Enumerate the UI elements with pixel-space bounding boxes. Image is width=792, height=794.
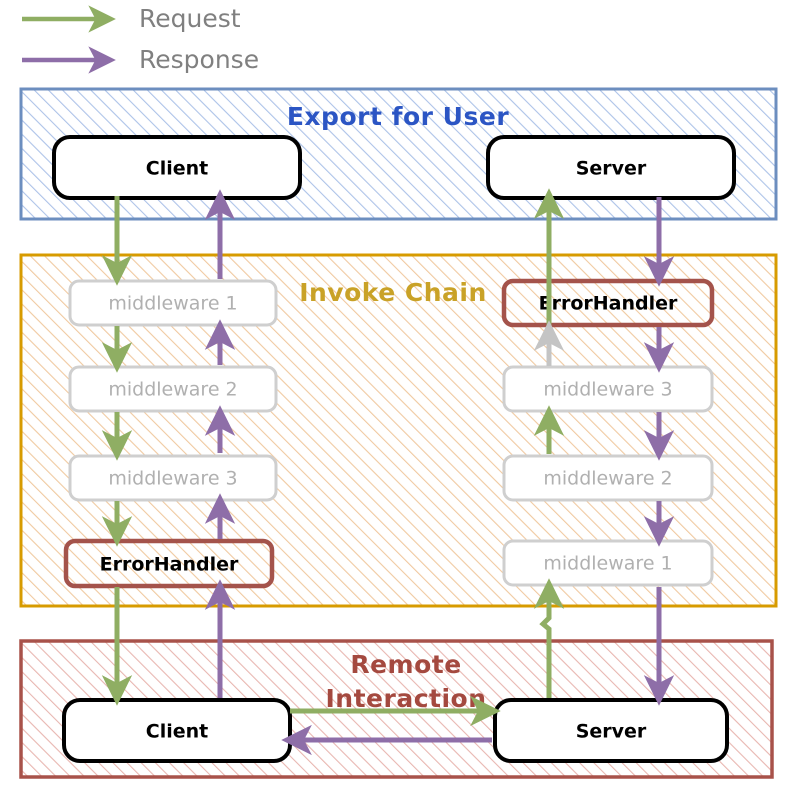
legend-label-request: Request	[139, 4, 241, 33]
panel-export-for-user: Export for User Client Server	[19, 87, 778, 221]
node-box	[68, 365, 278, 413]
legend-item-request: Request	[22, 4, 241, 33]
node-box	[501, 278, 715, 328]
node-label-client: Client	[146, 721, 208, 743]
node-box	[63, 538, 275, 589]
node-label: middleware 3	[543, 379, 672, 401]
node-label-errorhandler: ErrorHandler	[100, 554, 239, 576]
node-label-server: Server	[576, 158, 647, 180]
node-chain-left-middleware-1[interactable]: middleware 1	[68, 279, 278, 327]
response-edges	[204, 189, 675, 756]
node-label: middleware 1	[108, 293, 237, 315]
node-chain-right-middleware-2[interactable]: middleware 2	[502, 454, 714, 502]
node-box	[68, 279, 278, 327]
node-chain-right-errorhandler[interactable]: ErrorHandler	[501, 278, 715, 328]
legend: Request Response	[22, 4, 259, 74]
node-box	[493, 698, 729, 763]
node-remote-server[interactable]: Server	[493, 698, 729, 763]
node-box	[52, 135, 302, 200]
panel-title-export: Export for User	[287, 102, 509, 131]
edge-remote-server-to-middleware1	[533, 578, 565, 698]
node-box	[502, 539, 714, 587]
node-export-client[interactable]: Client	[52, 135, 302, 200]
request-edges	[101, 188, 565, 727]
node-chain-right-middleware-1[interactable]: middleware 1	[502, 539, 714, 587]
node-label-server: Server	[576, 721, 647, 743]
node-label: middleware 2	[108, 379, 237, 401]
node-label-errorhandler: ErrorHandler	[539, 293, 678, 315]
node-remote-client[interactable]: Client	[62, 698, 292, 763]
legend-item-response: Response	[22, 45, 259, 74]
panel-title-invoke: Invoke Chain	[299, 278, 487, 307]
node-box	[68, 454, 278, 502]
legend-label-response: Response	[139, 45, 259, 74]
node-label: middleware 2	[543, 468, 672, 490]
node-chain-left-middleware-2[interactable]: middleware 2	[68, 365, 278, 413]
panel-title-remote-line2: Interaction	[325, 684, 486, 713]
node-chain-left-middleware-3[interactable]: middleware 3	[68, 454, 278, 502]
node-label: middleware 3	[108, 468, 237, 490]
node-export-server[interactable]: Server	[486, 135, 736, 200]
node-box	[502, 454, 714, 502]
node-chain-left-errorhandler[interactable]: ErrorHandler	[63, 538, 275, 589]
node-box	[502, 365, 714, 413]
panel-title-remote-line1: Remote	[350, 650, 461, 679]
node-box	[486, 135, 736, 200]
node-label-client: Client	[146, 158, 208, 180]
node-label: middleware 1	[543, 553, 672, 575]
panel-invoke-chain: Invoke Chain middleware 1 middleware 2 m…	[19, 253, 778, 608]
node-chain-right-middleware-3[interactable]: middleware 3	[502, 365, 714, 413]
